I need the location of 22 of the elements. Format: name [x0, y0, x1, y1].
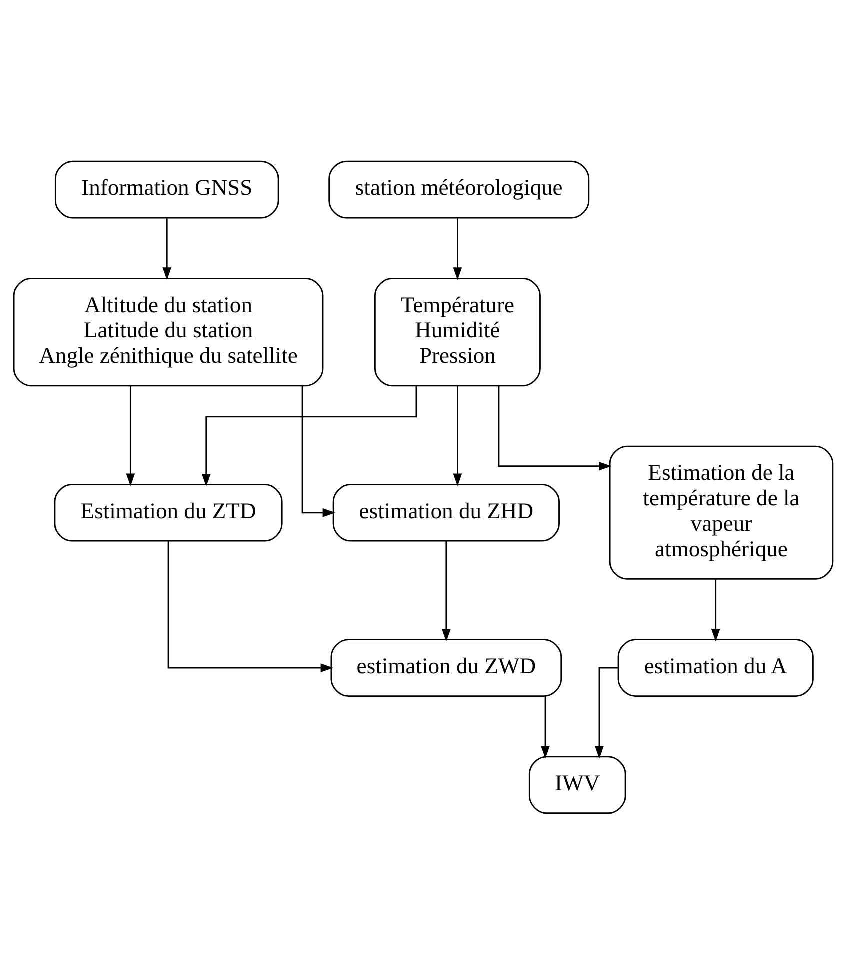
- arrow: [168, 540, 334, 672]
- node-box: IWV: [528, 756, 626, 814]
- arrow: [453, 218, 462, 280]
- arrow: [126, 386, 136, 486]
- node-box: Altitude du station Latitude du station Angle zénithique du satellite: [13, 278, 324, 386]
- node-box: estimation du A: [618, 638, 814, 696]
- node-box: Température Humidité Pression: [374, 278, 541, 386]
- node-box: estimation du ZWD: [330, 638, 562, 696]
- arrow: [595, 666, 618, 758]
- arrow: [162, 218, 172, 280]
- arrow: [202, 386, 418, 486]
- node-box: Estimation du ZTD: [54, 483, 283, 542]
- node-box: station météorologique: [328, 160, 590, 218]
- node-box: Estimation de la température de la vapeur atmosphérique: [609, 445, 834, 580]
- arrow: [302, 386, 336, 517]
- arrow: [498, 386, 612, 470]
- arrow: [541, 696, 550, 758]
- node-box: Information GNSS: [54, 160, 280, 218]
- arrow: [711, 579, 720, 642]
- arrow: [453, 386, 462, 486]
- node-box: estimation du ZHD: [332, 483, 560, 542]
- arrow: [442, 540, 451, 642]
